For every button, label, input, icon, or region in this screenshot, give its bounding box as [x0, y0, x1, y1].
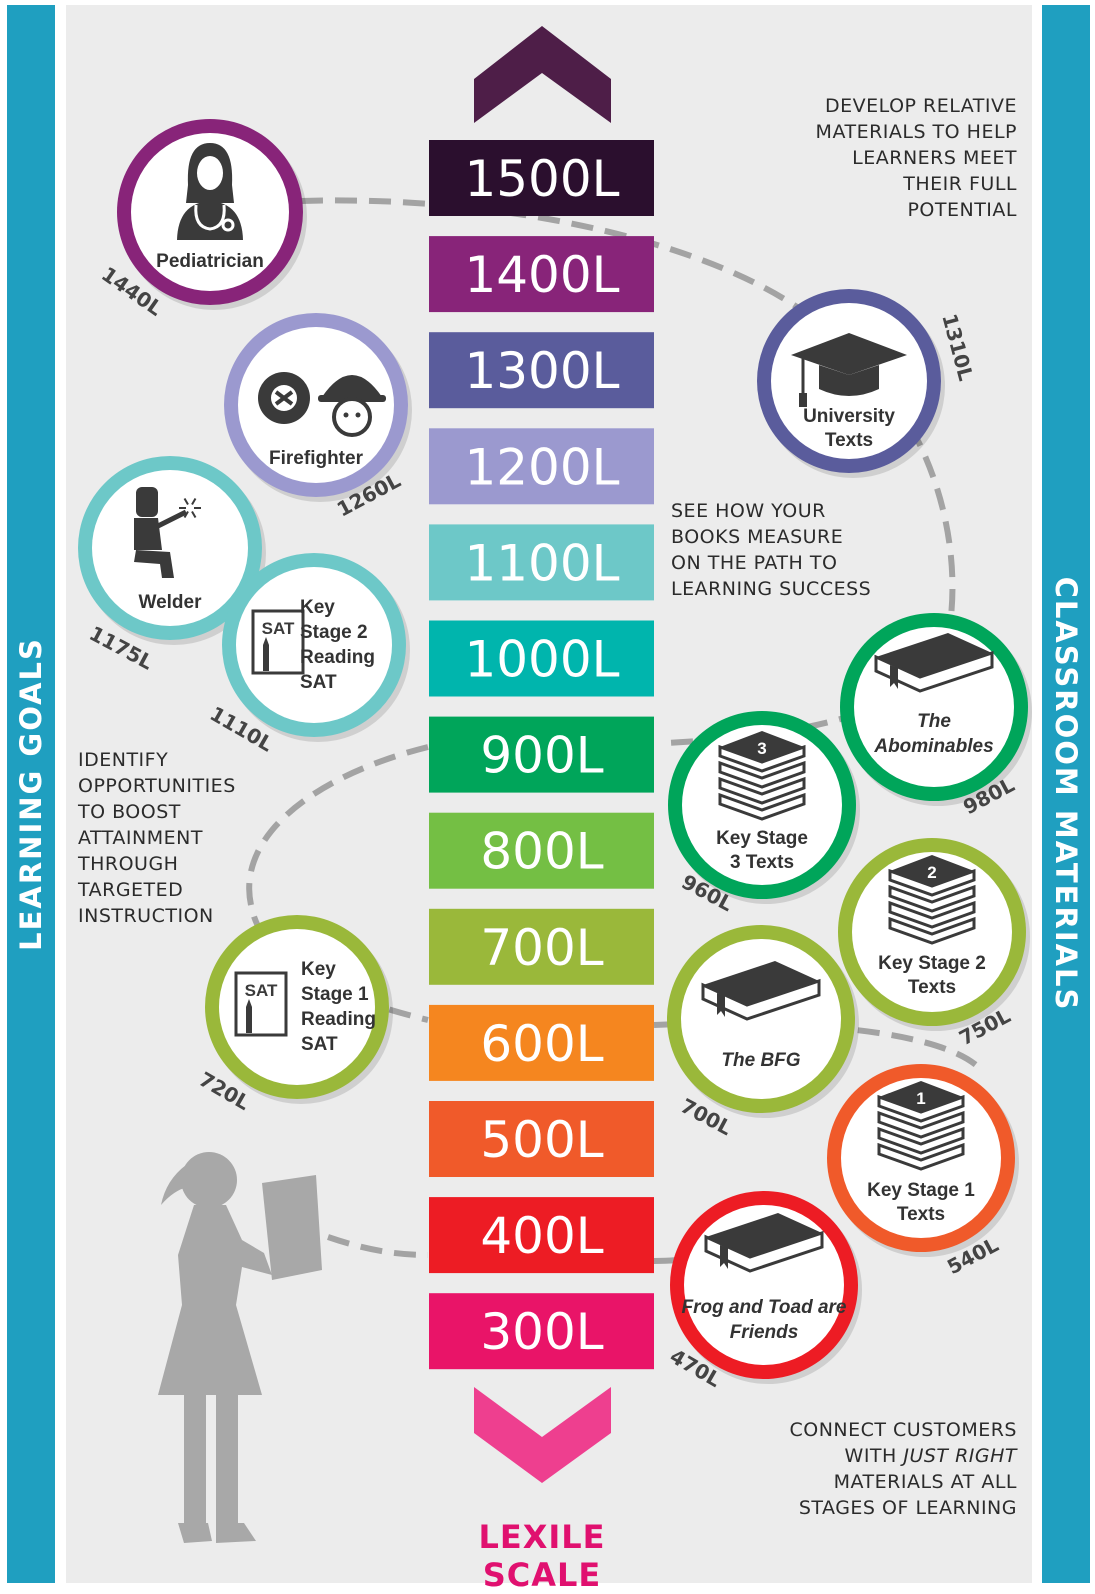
scale-bar-label: 300L: [480, 1303, 603, 1361]
scale-bar-800L: 800L: [429, 812, 654, 889]
scale-bar-label: 1500L: [464, 150, 619, 208]
node-label-line: Friends: [730, 1322, 799, 1343]
scale-bar-label: 1300L: [464, 342, 619, 400]
node-label-line: Frog and Toad are: [681, 1297, 846, 1318]
scale-bar-fill: [429, 140, 654, 216]
note-develop: DEVELOP RELATIVE MATERIALS TO HELP LEARN…: [815, 95, 1017, 221]
sat-icon-text: SAT: [262, 619, 295, 638]
note-see-how: SEE HOW YOUR BOOKS MEASURE ON THE PATH T…: [671, 500, 872, 600]
node-label-line: Key Stage 1: [867, 1180, 975, 1201]
scale-bar-1500L: 1500L: [429, 140, 654, 216]
node-label-line: Key: [301, 959, 336, 980]
scale-bar-1400L: 1400L: [429, 236, 654, 313]
scale-bar-label: 500L: [480, 1111, 603, 1169]
node-label-line: Key Stage: [716, 828, 808, 849]
node-label-line: Texts: [897, 1204, 945, 1225]
node-face: [681, 939, 841, 1099]
scale-bar-1300L: 1300L: [429, 332, 654, 409]
scale-bar-label: 800L: [480, 823, 603, 881]
scale-bar-fill: [429, 908, 654, 985]
node-label-line: Reading: [301, 1009, 376, 1030]
node-label-line: Key Stage 2: [878, 953, 986, 974]
scale-bar-label: 1200L: [464, 438, 619, 496]
book-stack-number: 1: [916, 1089, 925, 1108]
node-label-line: Stage 1: [301, 984, 369, 1005]
node-face: [236, 567, 392, 723]
arrow-up-icon: [474, 26, 611, 123]
book-stack-number: 3: [757, 739, 766, 758]
node-label-line: Firefighter: [269, 448, 364, 469]
node-label-line: The BFG: [721, 1050, 800, 1071]
node-label-line: Pediatrician: [156, 251, 264, 272]
node-label-line: Reading: [300, 647, 375, 668]
scale-bar-fill: [429, 716, 654, 793]
classroom-materials-bar: CLASSROOM MATERIALS: [1042, 5, 1090, 1583]
scale-bar-700L: 700L: [429, 908, 654, 985]
scale-bar-300L: 300L: [429, 1293, 654, 1370]
lexile-scale-title: LEXILE SCALE: [478, 1518, 606, 1594]
scale-bar-fill: [429, 620, 654, 697]
classroom-materials-label: CLASSROOM MATERIALS: [1049, 576, 1083, 1012]
scale-bar-fill: [429, 812, 654, 889]
node-label-line: University: [803, 406, 895, 427]
scale-bar-fill: [429, 1004, 654, 1081]
lexile-diagram: 1500L1400L1300L1200L1100L1000L900L800L70…: [78, 26, 1032, 1543]
node-face: [238, 327, 394, 483]
scale-bar-fill: [429, 1197, 654, 1274]
scale-bar-600L: 600L: [429, 1004, 654, 1081]
node-label-line: The: [917, 711, 951, 732]
node-label-line: SAT: [300, 672, 337, 693]
scale-bar-400L: 400L: [429, 1197, 654, 1274]
node-face: [92, 470, 248, 626]
node-label-line: 3 Texts: [730, 852, 794, 873]
note-identify: IDENTIFY OPPORTUNITIES TO BOOST ATTAINME…: [78, 749, 236, 927]
sat-icon-text: SAT: [245, 981, 278, 1000]
learning-goals-bar: LEARNING GOALS: [7, 5, 55, 1583]
learning-goals-label: LEARNING GOALS: [14, 637, 48, 951]
scale-bar-1100L: 1100L: [429, 524, 654, 601]
scale-bar-label: 1100L: [464, 534, 619, 592]
scale-bar-label: 1400L: [464, 246, 619, 304]
scale-bar-fill: [429, 428, 654, 505]
node-label-line: Texts: [825, 430, 873, 451]
scale-bar-fill: [429, 1293, 654, 1370]
book-stack-number: 2: [927, 863, 936, 882]
node-label-line: Key: [300, 597, 335, 618]
node-face: [219, 929, 375, 1085]
scale-bar-fill: [429, 332, 654, 409]
node-label-line: Abominables: [873, 736, 993, 757]
node-label-line: SAT: [301, 1034, 338, 1055]
node-label-line: Stage 2: [300, 622, 368, 643]
scale-bar-label: 700L: [480, 919, 603, 977]
node-label-line: Texts: [908, 977, 956, 998]
scale-bar-500L: 500L: [429, 1101, 654, 1177]
scale-bar-fill: [429, 236, 654, 313]
scale-bar-label: 900L: [480, 727, 603, 785]
scale-bar-fill: [429, 524, 654, 601]
note-connect: CONNECT CUSTOMERS WITH JUST RIGHT MATERI…: [789, 1419, 1017, 1519]
node-label-line: Welder: [138, 592, 202, 613]
girl-reading-silhouette: [158, 1152, 322, 1543]
arrow-down-icon: [474, 1387, 611, 1483]
scale-bar-label: 400L: [480, 1207, 603, 1265]
scale-bar-label: 600L: [480, 1015, 603, 1073]
scale-bar-1000L: 1000L: [429, 620, 654, 697]
scale-bar-900L: 900L: [429, 716, 654, 793]
scale-bar-1200L: 1200L: [429, 428, 654, 505]
scale-bar-fill: [429, 1101, 654, 1177]
scale-bar-label: 1000L: [464, 631, 619, 689]
